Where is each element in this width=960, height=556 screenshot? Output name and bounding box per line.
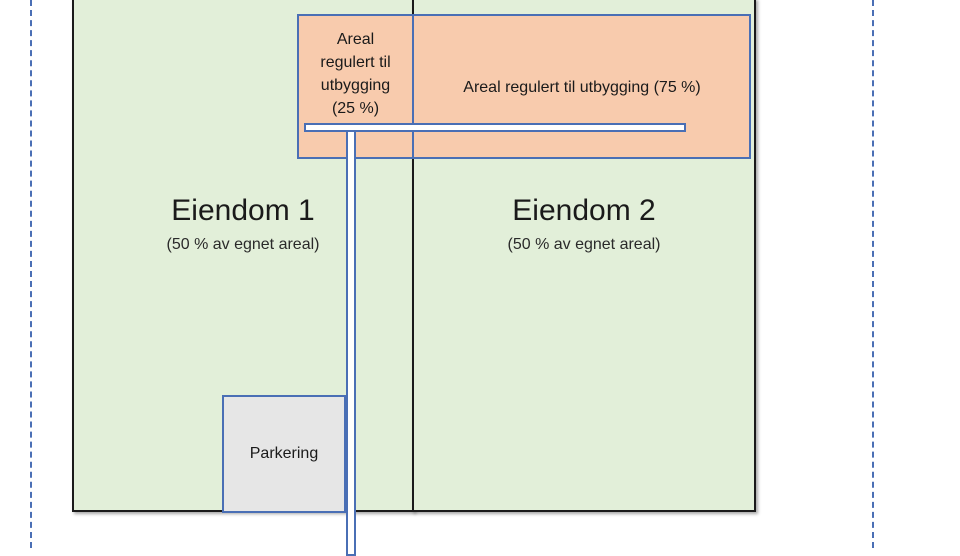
property-1-name: Eiendom 1	[171, 194, 315, 227]
property-1-share: (50 % av egnet areal)	[166, 236, 320, 253]
development-area-left-line: regulert til	[320, 54, 391, 71]
development-area	[297, 14, 751, 159]
development-area-left-line: (25 %)	[331, 100, 380, 117]
access-road-horizontal	[304, 123, 686, 132]
property-divider	[412, 14, 414, 159]
parking-area: Parkering	[222, 395, 346, 513]
property-2-name: Eiendom 2	[512, 194, 656, 227]
property-2-share: (50 % av egnet areal)	[507, 236, 661, 253]
outer-boundary-left	[30, 0, 32, 548]
outer-boundary-right	[872, 0, 874, 548]
development-area-right-label: Areal regulert til utbygging (75 %)	[463, 79, 701, 96]
development-area-left-line: Areal	[336, 31, 375, 48]
development-area-left-label: Areal regulert til utbygging (25 %)	[299, 28, 412, 120]
development-area-left-line: utbygging	[320, 77, 391, 94]
parking-label: Parkering	[249, 445, 319, 462]
access-road-vertical	[346, 126, 356, 556]
